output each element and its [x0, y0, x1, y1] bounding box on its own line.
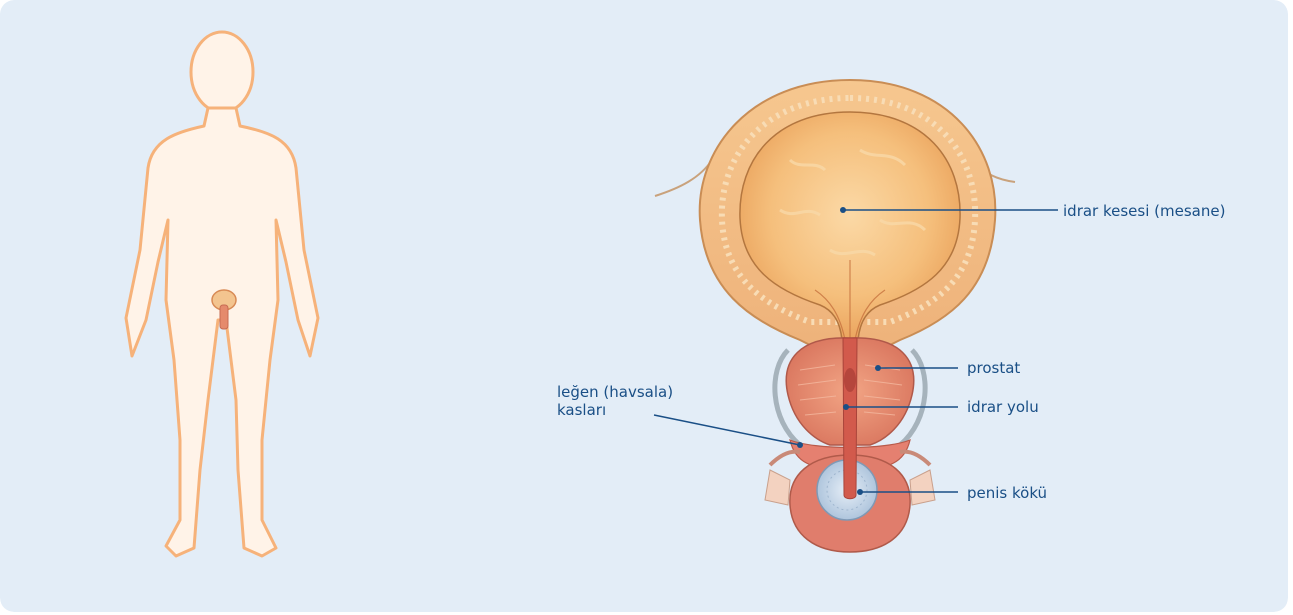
callout-dot-prostate [875, 365, 881, 371]
figure-head [191, 32, 253, 112]
label-urethra: idrar yolu [967, 398, 1039, 416]
callout-dot-penis-root [857, 489, 863, 495]
urethra [843, 338, 857, 499]
label-pelvic-muscles-line2: kasları [557, 401, 606, 419]
label-penis-root: penis kökü [967, 484, 1047, 502]
label-prostate: prostat [967, 359, 1020, 377]
label-bladder: idrar kesesi (mesane) [1063, 202, 1225, 220]
callout-dot-bladder [840, 207, 846, 213]
label-pelvic-muscles-line1: leğen (havsala) [557, 383, 673, 401]
callout-dot-urethra [843, 404, 849, 410]
callout-dot-pelvic-muscles [797, 442, 803, 448]
